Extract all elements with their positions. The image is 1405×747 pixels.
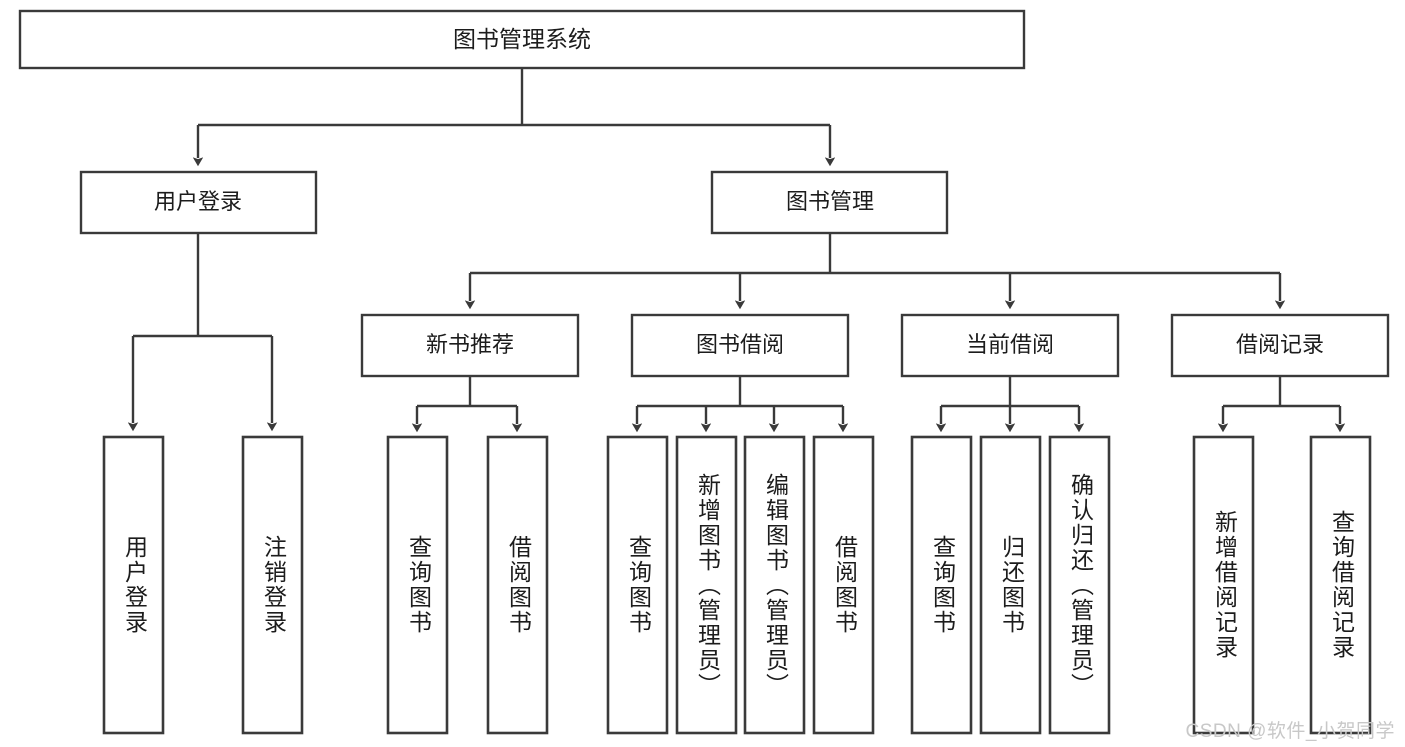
connector-group-current-borrow bbox=[935, 376, 1085, 433]
node-book-borrow-label: 图书借阅 bbox=[696, 332, 784, 357]
leaf-box-user-login[interactable] bbox=[102, 435, 165, 735]
node-book-borrow[interactable]: 图书借阅 bbox=[630, 313, 850, 378]
node-root-box[interactable] bbox=[18, 9, 1026, 70]
leaf-box-edit-book[interactable] bbox=[743, 435, 806, 735]
leaf-box-return-book[interactable] bbox=[979, 435, 1042, 735]
node-borrow-record-box[interactable] bbox=[1170, 313, 1390, 378]
node-borrow-record-label: 借阅记录 bbox=[1236, 332, 1324, 357]
node-current-borrow-label: 当前借阅 bbox=[966, 332, 1054, 357]
connector-group-root bbox=[192, 68, 836, 167]
node-new-book-rec-label: 新书推荐 bbox=[426, 332, 514, 357]
leaf-box-borrow-book-2[interactable] bbox=[812, 435, 875, 735]
node-book-manage-box[interactable] bbox=[710, 170, 949, 235]
connector-group-user-login bbox=[127, 233, 278, 432]
connector-group-new-book-rec bbox=[411, 376, 523, 433]
leaf-box-add-record[interactable] bbox=[1192, 435, 1255, 735]
node-book-manage[interactable]: 图书管理 bbox=[710, 170, 949, 235]
connector-group-borrow-record bbox=[1217, 376, 1346, 433]
node-current-borrow[interactable]: 当前借阅 bbox=[900, 313, 1120, 378]
node-borrow-record[interactable]: 借阅记录 bbox=[1170, 313, 1390, 378]
node-book-borrow-box[interactable] bbox=[630, 313, 850, 378]
connector-group-book-manage bbox=[464, 233, 1286, 310]
leaf-box-logout-login[interactable] bbox=[241, 435, 304, 735]
leaf-box-query-book-2[interactable] bbox=[606, 435, 669, 735]
node-root[interactable]: 图书管理系统 bbox=[18, 9, 1026, 70]
leaf-box-query-book-1[interactable] bbox=[386, 435, 449, 735]
node-user-login[interactable]: 用户登录 bbox=[79, 170, 318, 235]
leaf-box-confirm-return[interactable] bbox=[1048, 435, 1111, 735]
node-new-book-rec[interactable]: 新书推荐 bbox=[360, 313, 580, 378]
node-user-login-label: 用户登录 bbox=[154, 189, 242, 214]
leaf-box-query-record[interactable] bbox=[1309, 435, 1372, 735]
node-book-manage-label: 图书管理 bbox=[786, 189, 874, 214]
node-current-borrow-box[interactable] bbox=[900, 313, 1120, 378]
node-root-label: 图书管理系统 bbox=[453, 26, 591, 52]
leaf-box-query-book-3[interactable] bbox=[910, 435, 973, 735]
leaf-box-borrow-book-1[interactable] bbox=[486, 435, 549, 735]
connector-group-book-borrow bbox=[631, 376, 849, 433]
node-user-login-box[interactable] bbox=[79, 170, 318, 235]
leaf-box-add-book[interactable] bbox=[675, 435, 738, 735]
node-new-book-rec-box[interactable] bbox=[360, 313, 580, 378]
